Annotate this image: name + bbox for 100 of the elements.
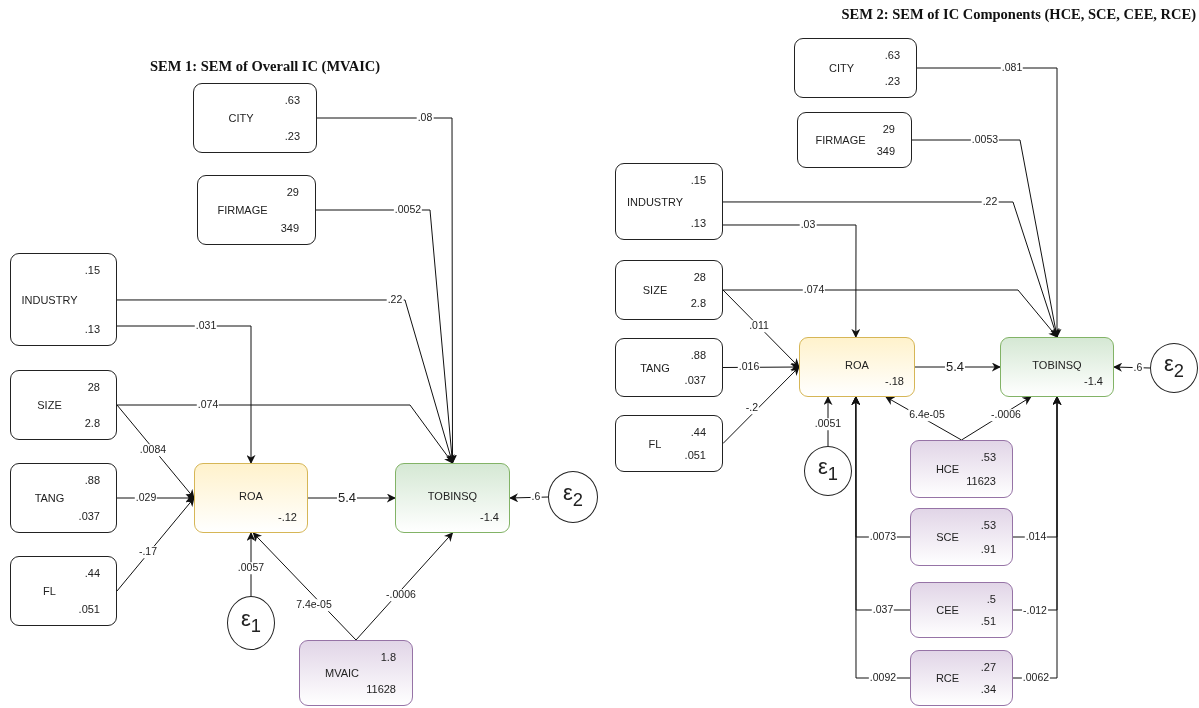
edge-label: .22 [386,294,404,306]
edge-label: 6.4e-05 [908,409,946,421]
variable-box [794,38,917,98]
arrow [116,404,454,464]
arrow [116,325,256,464]
edge-label: .0051 [813,418,843,430]
variable-box [615,163,723,240]
estimate-value: 29 [286,187,299,198]
estimate-value: .63 [284,95,300,106]
error-term-circle [548,471,598,523]
edge-label: .074 [802,284,826,296]
variable-box [615,338,723,397]
edge-label: -.0006 [990,409,1022,421]
variable-box [299,640,413,706]
edge-label: .081 [1000,62,1024,74]
edge-label: .0092 [868,672,898,684]
variable-name: CITY [827,62,856,74]
error-term-label: ε$_{2}$ [562,482,584,509]
estimate-value: .23 [284,131,300,142]
edge-label: .03 [799,219,817,231]
estimate-value: .5 [986,594,996,605]
variable-name: TOBINSQ [1031,360,1083,372]
estimate-value: .037 [78,511,100,522]
edge-label: .08 [416,112,434,124]
variable-box [910,650,1013,706]
estimate-value: 11628 [366,684,396,695]
arrow [851,396,911,679]
estimate-value: .44 [84,568,100,579]
estimate-value: .53 [980,452,996,463]
variable-box [910,440,1013,498]
arrow [307,493,396,503]
edge-label: .0057 [236,562,266,574]
arrow [116,497,195,592]
estimate-value: .53 [980,520,996,531]
arrow [116,404,195,499]
estimate-value: .037 [684,375,706,386]
edge-label: .0084 [138,444,168,456]
variable-name: FL [647,438,663,449]
variable-name: CITY [227,112,255,124]
arrow [916,67,1062,338]
edge-label: -.2 [744,402,760,414]
estimate-value: .44 [690,427,706,438]
error-term-circle [804,446,852,496]
variable-name: TOBINSQ [426,491,479,503]
variable-name: SIZE [641,284,669,296]
variable-box [910,582,1013,638]
arrow [1012,396,1062,679]
variable-box [197,175,316,245]
arrow [722,224,861,338]
variable-box [10,556,117,626]
variable-box [799,337,915,397]
variable-box [615,260,723,320]
variable-name: SCE [935,531,960,543]
edge-label: -.0006 [385,589,417,601]
arrow [252,532,357,641]
variable-box [193,83,317,153]
estimate-value: 349 [280,223,299,234]
estimate-value: .23 [884,76,900,87]
estimate-value: .88 [84,475,100,486]
estimate-value: .15 [690,175,706,186]
edge-label: -.17 [137,546,159,558]
variable-name: ROA [844,360,870,372]
variable-box [797,112,912,168]
estimate-value: 28 [87,382,100,393]
estimate-value: .27 [980,662,996,673]
arrow [246,532,256,597]
edge-label: .074 [196,399,220,411]
error-term-label: ε$_{1}$ [817,456,839,483]
edge-label: .0073 [868,531,898,543]
variable-box [615,415,723,472]
variable-name: INDUSTRY [626,196,684,207]
variable-name: TANG [33,492,66,504]
estimate-value: .51 [980,616,996,627]
edge-label: .029 [134,492,158,504]
edge-label: .0053 [970,134,1000,146]
estimate-value: .051 [684,450,706,461]
edge-label: .6 [1132,362,1144,374]
edge-label: 7.4e-05 [295,599,333,611]
variable-name: RCE [934,672,961,684]
arrow [722,366,800,444]
edge-label: .6 [530,491,542,503]
variable-name: ROA [238,491,264,503]
edge-label: .016 [737,361,761,373]
variable-box [395,463,510,533]
edge-label: .031 [194,320,218,332]
estimate-value: .63 [884,50,900,61]
variable-box [910,508,1013,566]
variable-name: TANG [639,362,671,373]
variable-name: FIRMAGE [814,134,867,146]
variable-name: MVAIC [324,667,360,679]
edge-label: .0062 [1021,672,1051,684]
edge-label: .014 [1024,531,1048,543]
estimate-value: .91 [980,544,996,555]
arrow [355,532,454,641]
error-term-circle [227,596,275,650]
variable-box [10,370,117,440]
estimate-value: -1.4 [1084,376,1103,387]
arrow [911,139,1060,338]
edge-label: .22 [981,196,999,208]
edge-label: .0052 [393,204,423,216]
